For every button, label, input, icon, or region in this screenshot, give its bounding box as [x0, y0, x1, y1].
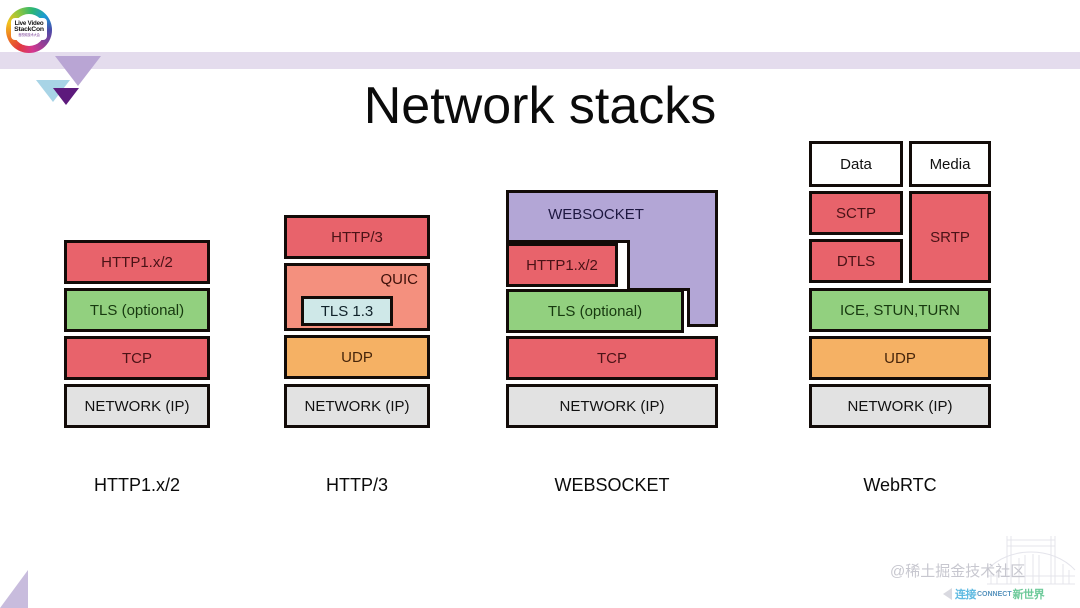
layer-tcp-col1: TCP [64, 336, 210, 380]
layer-websocket-polygon-col3 [506, 190, 718, 327]
banner-text-mid: CONNECT [977, 590, 1012, 598]
triangle-purple-icon [53, 88, 79, 105]
layer-data-col4: Data [809, 141, 903, 187]
caption-webrtc: WebRTC [863, 475, 937, 495]
layer-ice-stun-turn-col4: ICE, STUN,TURN [809, 288, 991, 332]
caption-websocket: WEBSOCKET [554, 475, 670, 495]
layer-udp-col4: UDP [809, 336, 991, 380]
logo-speech-tail [22, 38, 27, 45]
layer-dtls-col4: DTLS [809, 239, 903, 283]
logo-line-3: 音视频技术大会 [18, 32, 40, 37]
bridge-watermark-icon [985, 530, 1077, 586]
layer-tcp-col3: TCP [506, 336, 718, 380]
connect-banner: 连接 CONNECT 新世界 [955, 586, 1045, 602]
layer-srtp-col4: SRTP [909, 191, 991, 283]
layer-tls-optional-col1: TLS (optional) [64, 288, 210, 332]
logo-bubble: Live Video StackCon 音视频技术大会 [11, 18, 47, 40]
caption-http1x2: HTTP1.x/2 [93, 475, 181, 495]
layer-sctp-col4: SCTP [809, 191, 903, 235]
layer-tls13-col2: TLS 1.3 [301, 296, 393, 326]
caption-http3: HTTP/3 [325, 475, 388, 495]
banner-text-left: 连接 [955, 589, 977, 601]
layer-http3-col2: HTTP/3 [284, 215, 430, 259]
watermark-arrow-icon [943, 588, 952, 600]
layer-network-ip-col3: NETWORK (IP) [506, 384, 718, 428]
page-title: Network stacks [363, 77, 717, 135]
layer-quic-label: QUIC [380, 271, 419, 288]
layer-udp-col2: UDP [284, 335, 430, 379]
banner-text-right: 新世界 [1012, 589, 1045, 601]
layer-http1x2-col3: HTTP1.x/2 [506, 243, 618, 287]
layer-network-ip-col1: NETWORK (IP) [64, 384, 210, 428]
layer-media-col4: Media [909, 141, 991, 187]
layer-tls-optional-col3: TLS (optional) [506, 289, 684, 333]
livevideostackcon-logo: Live Video StackCon 音视频技术大会 [6, 7, 52, 53]
layer-websocket-label-col3: WEBSOCKET [548, 206, 644, 223]
community-watermark: @稀土掘金技术社区 [890, 563, 1026, 580]
header-band [0, 52, 1080, 69]
layer-network-ip-col2: NETWORK (IP) [284, 384, 430, 428]
logo-line-1: Live Video [14, 19, 44, 27]
layer-http1x2-col1: HTTP1.x/2 [64, 240, 210, 284]
corner-triangle-icon [0, 570, 28, 608]
layer-quic-col2: QUIC TLS 1.3 [284, 263, 430, 331]
logo-line-2: StackCon [14, 26, 44, 34]
layer-network-ip-col4: NETWORK (IP) [809, 384, 991, 428]
